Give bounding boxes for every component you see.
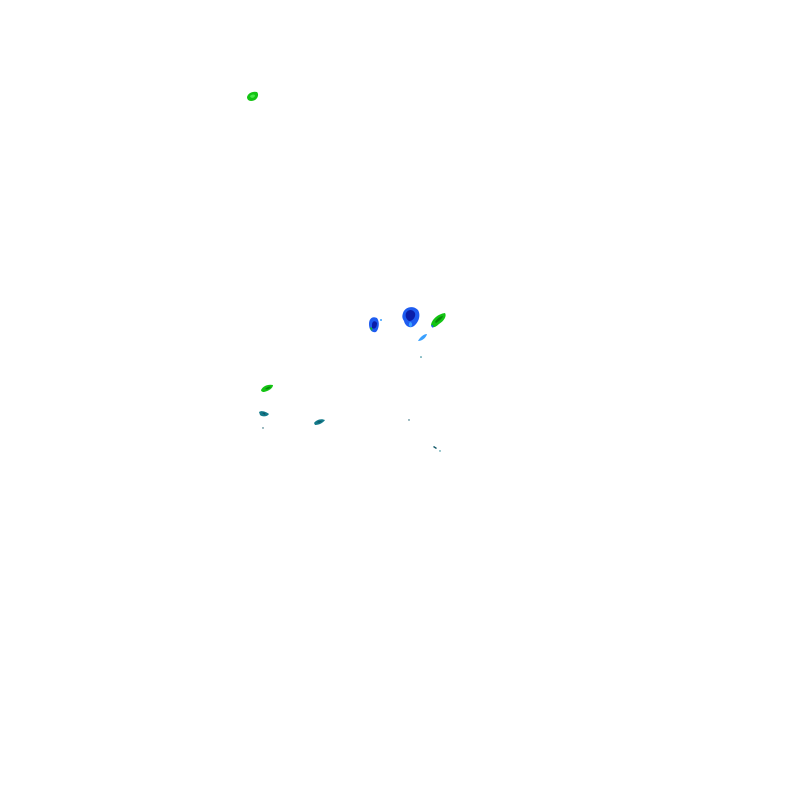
echo-northwest-green-core xyxy=(250,94,255,98)
echo-southeast-speckle-3 xyxy=(439,450,441,452)
echo-center-blue-tail xyxy=(408,322,413,327)
echo-southwest-teal xyxy=(259,411,269,429)
echo-center-blue xyxy=(402,307,420,328)
echo-center-west-speckle xyxy=(380,319,382,321)
echo-center-west-blue-core xyxy=(372,321,377,329)
echo-center-east-green-core xyxy=(435,316,443,323)
echo-southwest-green-core xyxy=(265,386,271,390)
echo-southwest-teal-speckle xyxy=(262,427,264,429)
echo-northwest-green xyxy=(247,91,259,101)
echo-center-streak-blue xyxy=(418,334,427,358)
echo-southwest-green xyxy=(261,384,273,392)
echo-center-west-blue xyxy=(369,317,382,333)
echo-southwest-teal-core xyxy=(262,412,266,415)
echo-center-blue-core xyxy=(405,310,416,321)
echo-southeast-speckle xyxy=(408,419,441,452)
echo-center-west-green-edge xyxy=(370,327,373,331)
echo-southeast-speckle-2 xyxy=(433,446,437,449)
echo-south-teal-core xyxy=(317,421,322,423)
echo-center-east-green xyxy=(431,313,446,328)
echo-center-east-blue-edge xyxy=(431,324,434,328)
echo-south-teal xyxy=(314,419,325,425)
echo-center-streak-speckle xyxy=(420,356,422,358)
echo-southeast-speckle-1 xyxy=(408,419,410,421)
echo-center-streak-blue-cell xyxy=(418,334,427,341)
